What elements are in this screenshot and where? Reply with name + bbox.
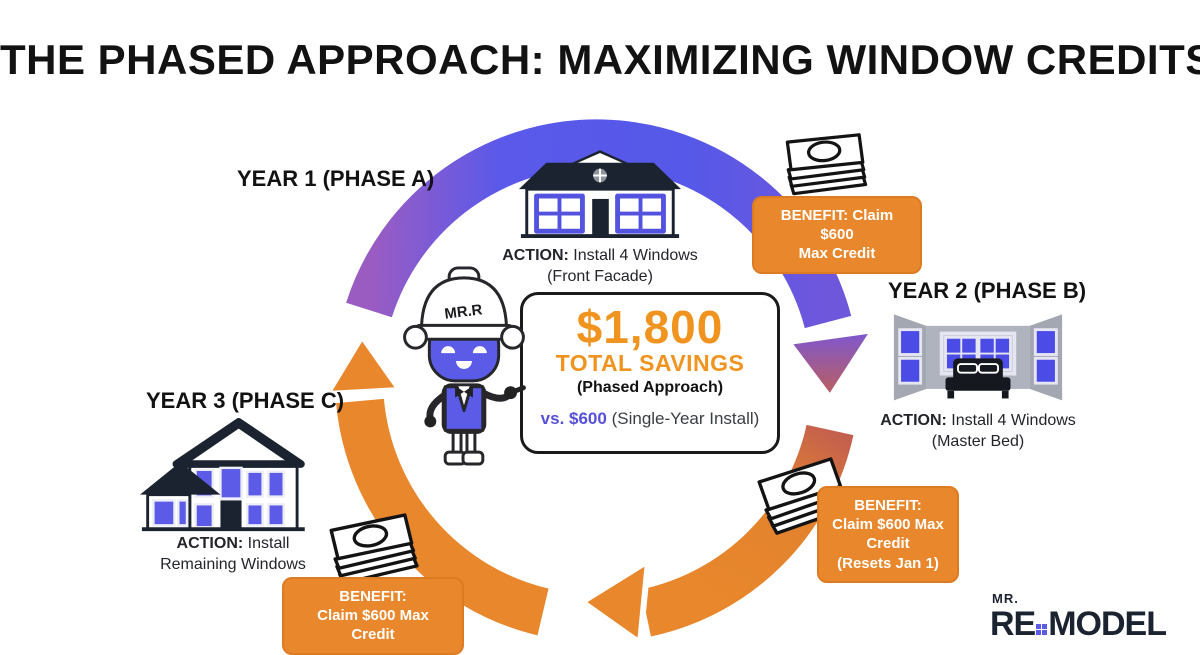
page-title: THE PHASED APPROACH: MAXIMIZING WINDOW C… — [0, 36, 1200, 83]
action-text-year2: ACTION: Install 4 Windows (Master Bed) — [880, 412, 1076, 450]
phase-label-year1: YEAR 1 (PHASE A) — [237, 166, 435, 191]
arrow-left-icon — [579, 558, 651, 646]
action-prefix: ACTION: — [176, 535, 244, 552]
savings-label: TOTAL SAVINGS — [555, 350, 745, 377]
phase-label-year2: YEAR 2 (PHASE B) — [888, 278, 1087, 303]
mascot-mr-r — [398, 260, 530, 468]
phase-label-year3: YEAR 3 (PHASE C) — [146, 388, 345, 413]
bedroom-windows-icon — [892, 306, 1064, 403]
two-story-house-icon — [140, 416, 322, 536]
action-prefix: ACTION: — [880, 412, 947, 429]
money-stack-icon — [780, 130, 872, 204]
savings-approach-note: (Phased Approach) — [576, 378, 724, 396]
cycle-arc-left — [336, 398, 549, 636]
benefit-badge-year3: BENEFIT: Claim $600 Max Credit — [282, 577, 464, 655]
savings-comparison: vs. $600 (Single-Year Install) — [523, 409, 777, 429]
benefit-badge-year1: BENEFIT: Claim $600 Max Credit — [752, 196, 922, 274]
savings-amount: $1,800 — [576, 301, 724, 353]
house-front-icon — [517, 150, 683, 243]
action-text-year3: ACTION: Install Remaining Windows — [160, 535, 306, 573]
versus-note: (Single-Year Install) — [611, 408, 760, 428]
arrow-down-icon — [785, 327, 877, 401]
action-prefix: ACTION: — [502, 247, 569, 264]
action-text-year1: ACTION: Install 4 Windows (Front Facade) — [502, 247, 698, 285]
arrow-up-icon — [324, 333, 403, 397]
benefit-badge-year2: BENEFIT: Claim $600 Max Credit (Resets J… — [817, 486, 959, 583]
brand-logo-small: MR. — [991, 591, 1019, 606]
versus-amount: vs. $600 — [540, 408, 607, 428]
window-grid-icon — [1036, 624, 1048, 635]
savings-card: $1,800 TOTAL SAVINGS (Phased Approach) v… — [520, 292, 780, 454]
